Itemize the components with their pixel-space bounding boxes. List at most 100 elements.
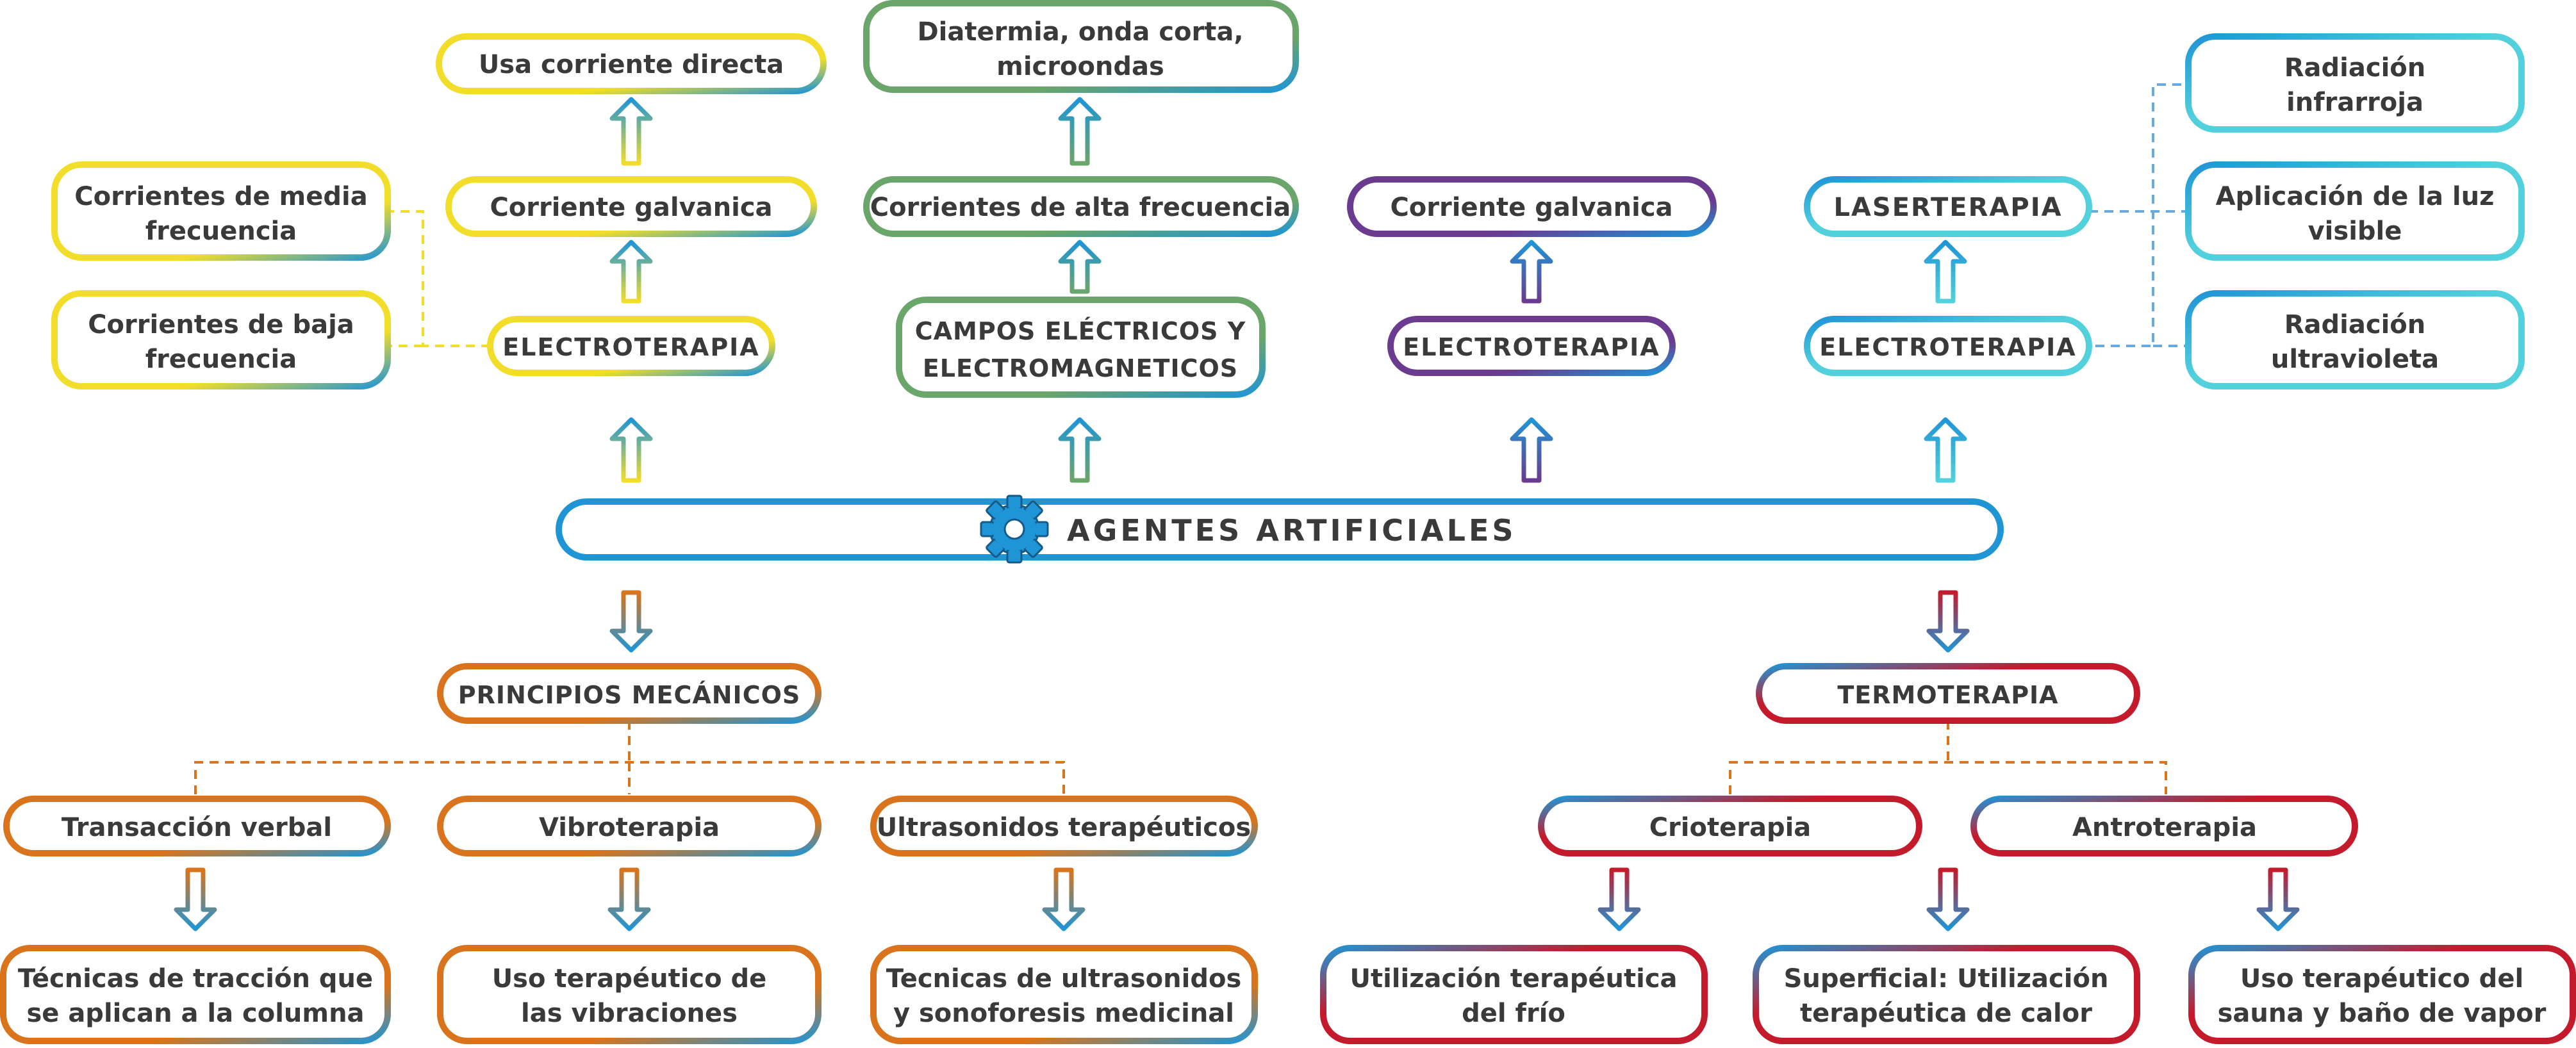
svg-text:Superficial: Utilización: Superficial: Utilización <box>1784 964 2109 994</box>
node-diatermia[interactable]: Diatermia, onda corta, microondas <box>863 0 1299 93</box>
arrow-up-icon <box>1058 97 1102 166</box>
svg-text:ELECTROTERAPIA: ELECTROTERAPIA <box>502 333 759 361</box>
svg-text:Radiación: Radiación <box>2284 310 2426 340</box>
svg-text:se aplican a la columna: se aplican a la columna <box>26 999 364 1028</box>
node-corrientes-alta[interactable]: Corrientes de alta frecuencia <box>863 176 1299 237</box>
arrow-up-icon <box>609 97 653 166</box>
node-termoterapia[interactable]: TERMOTERAPIA <box>1756 663 2140 724</box>
node-corriente-galvanica-1[interactable]: Corriente galvanica <box>445 176 817 237</box>
svg-text:del frío: del frío <box>1462 999 1565 1028</box>
svg-text:Corrientes de baja: Corrientes de baja <box>88 310 354 340</box>
svg-text:microondas: microondas <box>996 52 1164 81</box>
connectors <box>194 83 2185 794</box>
connector-termo-children <box>1729 721 2167 794</box>
arrow-up-icon <box>1924 417 1967 483</box>
svg-text:ultravioleta: ultravioleta <box>2271 345 2439 374</box>
arrows <box>174 97 2300 931</box>
branch-campos: CAMPOS ELÉCTRICOS Y ELECTROMAGNETICOS Co… <box>863 0 1299 398</box>
svg-text:ELECTROMAGNETICOS: ELECTROMAGNETICOS <box>923 354 1238 382</box>
node-principios-mecanicos[interactable]: PRINCIPIOS MECÁNICOS <box>437 663 822 724</box>
svg-text:PRINCIPIOS MECÁNICOS: PRINCIPIOS MECÁNICOS <box>458 681 801 709</box>
svg-text:Corrientes de media: Corrientes de media <box>74 182 367 211</box>
node-electroterapia-3[interactable]: ELECTROTERAPIA <box>1804 316 2092 376</box>
svg-text:Transacción verbal: Transacción verbal <box>62 813 332 842</box>
svg-text:las vibraciones: las vibraciones <box>521 999 738 1028</box>
node-luz-visible[interactable]: Aplicación de la luz visible <box>2185 161 2525 261</box>
branch-mecanicos: PRINCIPIOS MECÁNICOS Transacción verbal … <box>0 663 1258 1044</box>
connector-mecanicos-children <box>194 721 1065 794</box>
node-vibroterapia[interactable]: Vibroterapia <box>437 796 822 856</box>
svg-text:Corriente galvanica: Corriente galvanica <box>1390 193 1672 222</box>
svg-text:Corrientes de alta frecuencia: Corrientes de alta frecuencia <box>870 193 1291 222</box>
node-antroterapia[interactable]: Antroterapia <box>1970 796 2358 856</box>
node-uso-vibraciones[interactable]: Uso terapéutico de las vibraciones <box>437 945 822 1044</box>
arrow-down-icon <box>609 590 653 653</box>
node-sauna-vapor[interactable]: Uso terapéutico del sauna y baño de vapo… <box>2188 945 2576 1044</box>
arrow-up-icon <box>1510 240 1553 304</box>
svg-text:Crioterapia: Crioterapia <box>1649 813 1812 842</box>
node-crioterapia[interactable]: Crioterapia <box>1538 796 1922 856</box>
svg-text:frecuencia: frecuencia <box>145 345 297 374</box>
svg-text:y sonoforesis medicinal: y sonoforesis medicinal <box>893 999 1234 1028</box>
arrow-up-icon <box>1058 417 1102 483</box>
svg-text:frecuencia: frecuencia <box>145 217 297 246</box>
svg-text:ELECTROTERAPIA: ELECTROTERAPIA <box>1403 333 1660 361</box>
svg-text:Radiación: Radiación <box>2284 53 2426 83</box>
arrow-down-icon <box>2256 867 2300 931</box>
arrow-up-icon <box>609 417 653 483</box>
node-corriente-galvanica-2[interactable]: Corriente galvanica <box>1347 176 1717 237</box>
svg-text:LASERTERAPIA: LASERTERAPIA <box>1833 193 2062 222</box>
node-traccion-columna[interactable]: Técnicas de tracción que se aplican a la… <box>0 945 391 1044</box>
arrow-up-icon <box>609 240 653 304</box>
node-radiacion-ultravioleta[interactable]: Radiación ultravioleta <box>2185 290 2525 389</box>
gear-icon <box>980 495 1049 564</box>
node-corrientes-baja[interactable]: Corrientes de baja frecuencia <box>51 290 391 389</box>
svg-text:Antroterapia: Antroterapia <box>2072 813 2257 842</box>
svg-text:Utilización terapéutica: Utilización terapéutica <box>1350 964 1677 994</box>
arrow-down-icon <box>1926 590 1970 653</box>
node-utilizacion-frio[interactable]: Utilización terapéutica del frío <box>1320 945 1708 1044</box>
node-transaccion-verbal[interactable]: Transacción verbal <box>3 796 391 856</box>
connector-laser-sides <box>2089 83 2185 347</box>
branch-electroterapia-3: ELECTROTERAPIA LASERTERAPIA Radiación in… <box>1804 33 2525 389</box>
svg-text:sauna y baño de vapor: sauna y baño de vapor <box>2218 999 2547 1028</box>
node-laserterapia[interactable]: LASERTERAPIA <box>1804 176 2092 237</box>
connector-electro1-sides <box>391 210 490 347</box>
node-radiacion-infrarroja[interactable]: Radiación infrarroja <box>2185 33 2525 133</box>
svg-text:ELECTROTERAPIA: ELECTROTERAPIA <box>1819 333 2076 361</box>
arrow-down-icon <box>607 867 651 931</box>
arrow-up-icon <box>1058 240 1102 294</box>
svg-text:infrarroja: infrarroja <box>2286 88 2423 117</box>
svg-text:Ultrasonidos terapéuticos: Ultrasonidos terapéuticos <box>877 813 1251 842</box>
node-tecnicas-ultrasonidos[interactable]: Tecnicas de ultrasonidos y sonoforesis m… <box>870 945 1258 1044</box>
arrow-down-icon <box>1598 867 1641 931</box>
svg-text:Uso terapéutico de: Uso terapéutico de <box>492 964 767 994</box>
node-electroterapia-1[interactable]: ELECTROTERAPIA <box>487 316 775 376</box>
branch-termoterapia: TERMOTERAPIA Crioterapia Antroterapia Ut… <box>1320 663 2576 1044</box>
svg-text:CAMPOS ELÉCTRICOS Y: CAMPOS ELÉCTRICOS Y <box>915 317 1246 345</box>
node-campos[interactable]: CAMPOS ELÉCTRICOS Y ELECTROMAGNETICOS <box>896 297 1266 398</box>
svg-text:Diatermia, onda corta,: Diatermia, onda corta, <box>917 17 1243 47</box>
svg-text:Uso terapéutico del: Uso terapéutico del <box>2240 964 2523 994</box>
svg-text:Vibroterapia: Vibroterapia <box>539 813 720 842</box>
center-node[interactable]: AGENTES ARTIFICIALES <box>556 495 2004 564</box>
svg-text:Técnicas de tracción que: Técnicas de tracción que <box>18 964 373 994</box>
arrow-down-icon <box>1926 867 1970 931</box>
svg-text:Tecnicas de ultrasonidos: Tecnicas de ultrasonidos <box>886 964 1242 994</box>
arrow-up-icon <box>1510 417 1553 483</box>
svg-text:Usa corriente directa: Usa corriente directa <box>479 50 784 79</box>
arrow-down-icon <box>174 867 217 931</box>
node-corrientes-media[interactable]: Corrientes de media frecuencia <box>51 161 391 261</box>
arrow-up-icon <box>1924 240 1967 304</box>
node-ultrasonidos[interactable]: Ultrasonidos terapéuticos <box>870 796 1258 856</box>
svg-text:Aplicación de la luz: Aplicación de la luz <box>2216 182 2495 211</box>
node-usa-corriente-directa[interactable]: Usa corriente directa <box>436 33 827 94</box>
branch-electroterapia-2: ELECTROTERAPIA Corriente galvanica <box>1347 176 1717 376</box>
svg-text:terapéutica de calor: terapéutica de calor <box>1800 999 2092 1028</box>
center-title: AGENTES ARTIFICIALES <box>1067 513 1517 548</box>
svg-text:TERMOTERAPIA: TERMOTERAPIA <box>1837 681 2058 709</box>
node-superficial-calor[interactable]: Superficial: Utilización terapéutica de … <box>1753 945 2140 1044</box>
svg-text:Corriente galvanica: Corriente galvanica <box>490 193 772 222</box>
node-electroterapia-2[interactable]: ELECTROTERAPIA <box>1387 316 1676 376</box>
